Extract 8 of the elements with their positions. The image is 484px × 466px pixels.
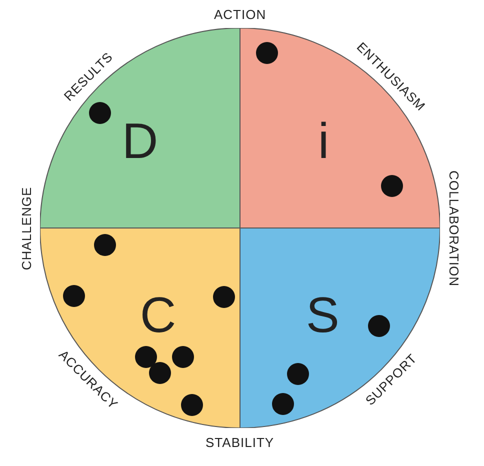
quadrant-letter: C <box>140 290 176 340</box>
trait-label: COLLABORATION <box>446 170 462 286</box>
trait-label: ACTION <box>214 6 266 22</box>
quadrant-letter: i <box>318 116 330 166</box>
quadrant-letter: D <box>122 116 158 166</box>
quadrant-letter: S <box>306 290 340 340</box>
trait-label: CHALLENGE <box>18 186 34 270</box>
trait-label: STABILITY <box>206 434 274 450</box>
